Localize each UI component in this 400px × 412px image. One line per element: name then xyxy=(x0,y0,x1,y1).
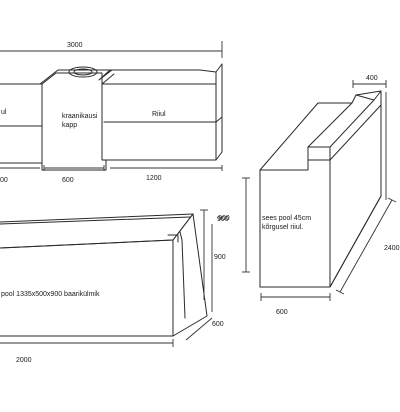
dim-middle-label: 600 xyxy=(62,177,74,184)
dim-fridge-depth-label: 600 xyxy=(212,321,224,328)
dim-fridge-height-outer-label: 900 xyxy=(217,216,229,223)
dimension-total-width: 3000 xyxy=(0,41,223,58)
sink-cabinet-label-1: kraanikausi xyxy=(62,113,98,120)
dimension-bar-depth: 600 xyxy=(260,293,331,316)
sink-basin xyxy=(68,66,98,78)
dimension-fridge-length: 2000 xyxy=(0,339,174,364)
counter-outline xyxy=(0,69,217,171)
dim-bar-depth-label: 600 xyxy=(276,309,288,316)
dimension-fridge-height-inner: 900 xyxy=(211,224,226,312)
bar-shelf-label-2: kõrgusel riiul. xyxy=(262,224,303,231)
bar-counter-side: 400 sees pool 45cm kõrgusel riiul. 900 6… xyxy=(218,75,400,316)
dim-bar-height-label: 900 xyxy=(218,215,230,222)
dimension-bar-top: 400 xyxy=(352,75,387,88)
bar-fridge-block: pool 1335x500x900 baarikülmik 900 900 60… xyxy=(0,209,229,364)
fridge-label: pool 1335x500x900 baarikülmik xyxy=(1,291,100,298)
dim-left-label: 00 xyxy=(0,177,8,184)
dimension-fridge-height-outer: 900 xyxy=(200,209,229,300)
bar-body xyxy=(259,90,382,288)
dim-bar-top-label: 400 xyxy=(366,75,378,82)
dimension-bar-height: 900 xyxy=(218,177,250,273)
dim-bar-length-label: 2400 xyxy=(384,245,400,252)
right-shelf-label: Riiul xyxy=(152,111,166,118)
dim-fridge-height-inner-label: 900 xyxy=(214,254,226,261)
left-shelf-label: ul xyxy=(1,109,7,116)
dim-right-label: 1200 xyxy=(146,175,162,182)
dimension-bottom: 00 600 1200 xyxy=(0,165,223,184)
kitchen-cabinet-run: 3000 ul kraanikausi kapp Riiul xyxy=(0,41,223,184)
fridge-top xyxy=(0,213,194,249)
bar-shelf-label-1: sees pool 45cm xyxy=(262,215,311,222)
sink-cabinet-label-2: kapp xyxy=(62,122,77,129)
dimension-bar-length: 2400 xyxy=(335,197,400,295)
dim-fridge-length-label: 2000 xyxy=(16,357,32,364)
dim-total-label: 3000 xyxy=(67,42,83,49)
dimension-fridge-depth: 600 xyxy=(185,317,224,341)
